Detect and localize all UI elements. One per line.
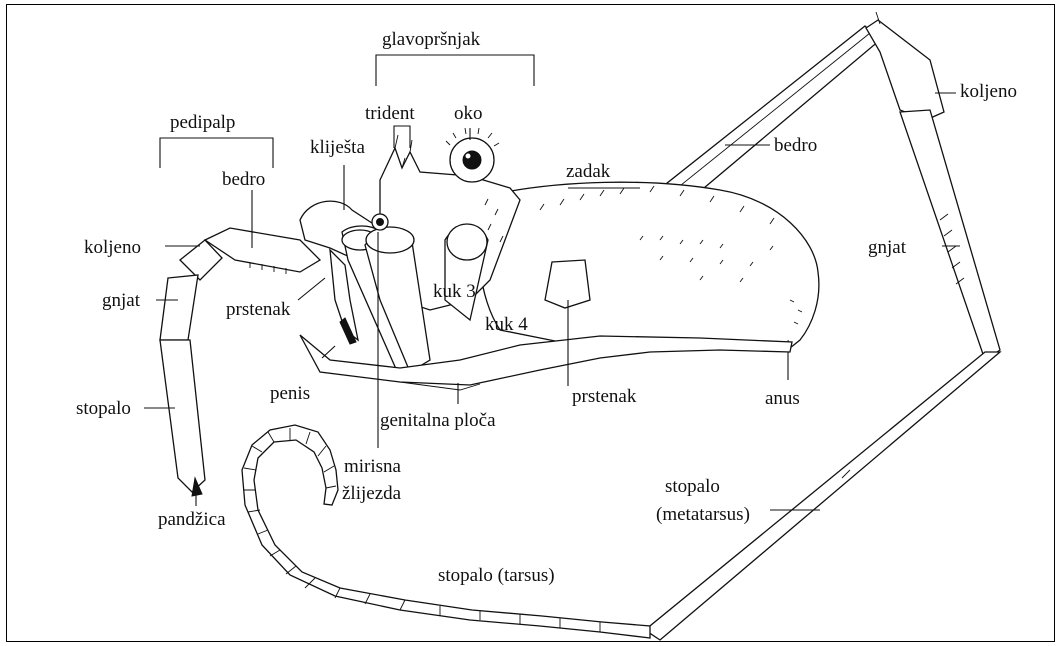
label-metatarsus: (metatarsus) (656, 505, 750, 524)
leg-tibia (900, 110, 1000, 360)
label-prstenak-leg: prstenak (572, 387, 636, 406)
label-glavoprsnjak: glavopršnjak (382, 30, 480, 49)
label-prstenak-palp: prstenak (226, 300, 290, 319)
label-penis: penis (270, 384, 310, 403)
abdomen (479, 182, 819, 350)
label-stopalo-palp: stopalo (76, 399, 131, 418)
label-zlijezda: žlijezda (342, 484, 401, 503)
label-bedro-palp: bedro (222, 170, 265, 189)
label-gnjat-palp: gnjat (102, 291, 140, 310)
label-pandzica: pandžica (158, 510, 226, 529)
label-kuk4: kuk 4 (485, 315, 528, 334)
leg-tarsus (242, 425, 650, 638)
label-pedipalp: pedipalp (170, 113, 235, 132)
label-zadak: zadak (566, 162, 610, 181)
ventral-plate (300, 335, 792, 390)
label-anus: anus (765, 389, 800, 408)
label-trident: trident (365, 104, 415, 123)
label-bedro-leg: bedro (774, 136, 817, 155)
label-genitalna-ploca: genitalna ploča (380, 411, 496, 430)
label-oko: oko (454, 104, 483, 123)
pedipalp (160, 228, 320, 496)
label-kliljesta: kliješta (310, 138, 365, 157)
label-gnjat-leg: gnjat (868, 238, 906, 257)
label-koljeno-leg: koljeno (960, 82, 1017, 101)
label-stopalo-tarsus: stopalo (tarsus) (438, 566, 555, 585)
label-stopalo-meta: stopalo (665, 477, 720, 496)
eye-mound (446, 128, 499, 182)
label-koljeno-palp: koljeno (84, 238, 141, 257)
label-mirisna: mirisna (344, 457, 401, 476)
leg-patella (866, 12, 944, 120)
label-kuk3: kuk 3 (433, 282, 476, 301)
